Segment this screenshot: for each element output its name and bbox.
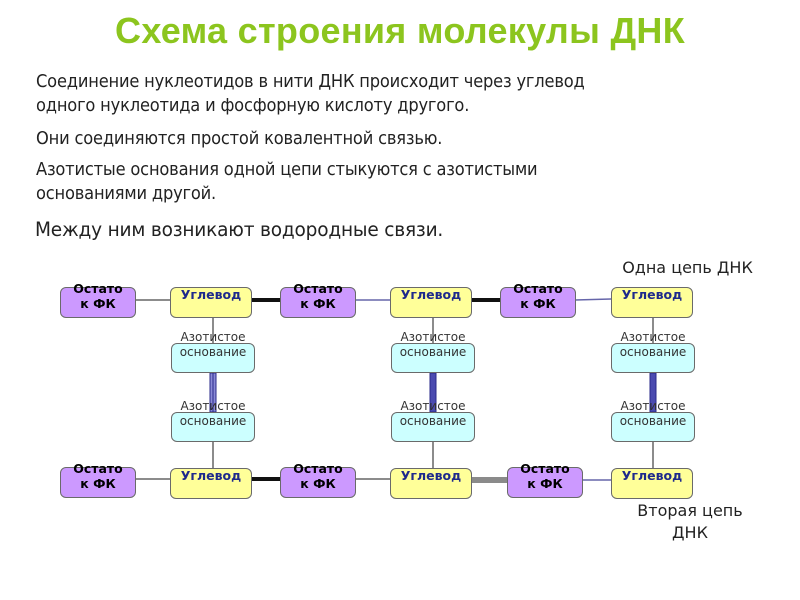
base-node: Азотистое основание <box>611 330 695 373</box>
base-node: Азотистое основание <box>171 399 255 442</box>
base-label: Азотистое основание <box>399 399 467 428</box>
slide-title: Схема строения молекулы ДНК <box>115 10 685 51</box>
sugar-label: Углевод <box>180 287 242 302</box>
sugar-label: Углевод <box>180 468 242 483</box>
sugar-node: Углевод <box>170 287 252 318</box>
phosphate-node: Остаток ФК <box>500 281 576 318</box>
sugar-node: Углевод <box>390 287 472 318</box>
paragraph-line-3: Они соединяются простой ковалентной связ… <box>36 129 443 149</box>
sugar-label: Углевод <box>621 287 683 302</box>
paragraph-line-5: основаниями другой. <box>36 184 217 204</box>
base-node: Азотистое основание <box>391 399 475 442</box>
phosphate-label: Остаток ФК <box>513 281 563 311</box>
sugar-node: Углевод <box>170 468 252 499</box>
phosphate-node: Остаток ФК <box>280 461 356 498</box>
strand-one-label: Одна цепь ДНК <box>622 258 753 277</box>
phosphate-label: Остаток ФК <box>520 461 570 491</box>
paragraph-line-1: Соединение нуклеотидов в нити ДНК происх… <box>36 72 585 92</box>
phosphate-label: Остаток ФК <box>293 461 343 491</box>
strand-two-label-line1: Вторая цепь <box>637 501 743 520</box>
strand-two-label-line2: ДНК <box>672 523 708 542</box>
base-node: Азотистое основание <box>171 330 255 373</box>
sugar-label: Углевод <box>621 468 683 483</box>
phosphate-node: Остаток ФК <box>507 461 583 498</box>
phosphate-node: Остаток ФК <box>60 461 136 498</box>
phosphate-node: Остаток ФК <box>60 281 136 318</box>
phosphate-label: Остаток ФК <box>73 281 123 311</box>
base-label: Азотистое основание <box>619 399 687 428</box>
phosphate-label: Остаток ФК <box>293 281 343 311</box>
paragraph-line-6: Между ним возникают водородные связи. <box>35 218 444 241</box>
base-label: Азотистое основание <box>179 330 247 359</box>
sugar-node: Углевод <box>611 468 693 499</box>
phosphate-label: Остаток ФК <box>73 461 123 491</box>
bond-line <box>574 298 612 301</box>
sugar-node: Углевод <box>390 468 472 499</box>
paragraph-line-4: Азотистые основания одной цепи стыкуются… <box>36 160 538 180</box>
sugar-label: Углевод <box>400 287 462 302</box>
sugar-node: Углевод <box>611 287 693 318</box>
sugar-label: Углевод <box>400 468 462 483</box>
base-label: Азотистое основание <box>179 399 247 428</box>
base-node: Азотистое основание <box>611 399 695 442</box>
phosphate-node: Остаток ФК <box>280 281 356 318</box>
base-label: Азотистое основание <box>399 330 467 359</box>
paragraph-line-2: одного нуклеотида и фосфорную кислоту др… <box>36 96 470 116</box>
base-label: Азотистое основание <box>619 330 687 359</box>
base-node: Азотистое основание <box>391 330 475 373</box>
